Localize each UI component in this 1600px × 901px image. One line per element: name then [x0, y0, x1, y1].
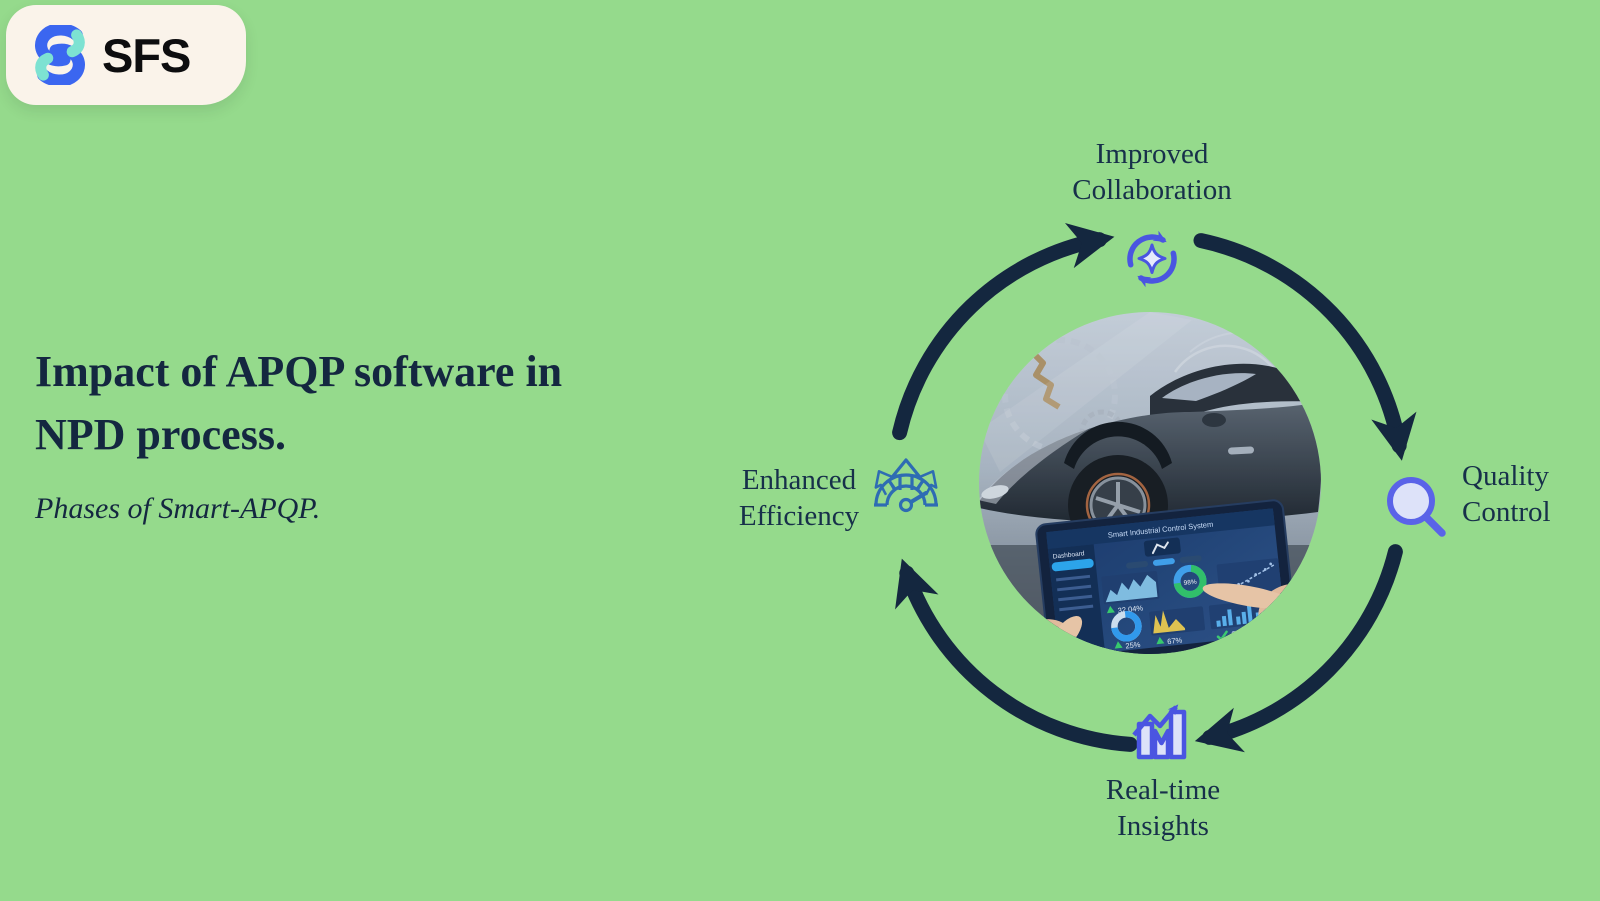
stat-yellow-bars: 67%	[1167, 636, 1183, 647]
center-photo: Smart Industrial Control System Dashboar…	[979, 312, 1321, 654]
stat-blue-donut: 25%	[1125, 640, 1141, 651]
label-line: Quality	[1462, 460, 1549, 492]
label-improved-collaboration: Improved Collaboration	[1002, 136, 1302, 208]
page-title-line1: Impact of APQP software in	[35, 347, 563, 396]
sfs-logo-icon	[35, 25, 85, 85]
label-quality-control: Quality Control	[1462, 458, 1600, 530]
bar-chart-trend-icon	[1132, 704, 1187, 760]
label-line: Improved	[1095, 138, 1209, 170]
page-title-line2: NPD process.	[35, 410, 286, 459]
arc-bottom-to-left	[895, 558, 1138, 752]
label-line: Efficiency	[738, 500, 860, 532]
label-line: Enhanced	[741, 464, 857, 496]
label-real-time-insights: Real-time Insights	[1013, 772, 1313, 844]
cycle-arrows	[892, 223, 1417, 753]
logo-text: SFS	[102, 28, 191, 82]
gauge-growth-icon	[868, 458, 944, 513]
headline-block: Impact of APQP software in NPD process. …	[35, 340, 695, 526]
tablet-sidebar-title: Dashboard	[1052, 550, 1085, 560]
label-line: Control	[1462, 496, 1551, 528]
arc-right-to-bottom	[1194, 544, 1403, 753]
robot-arm-icon	[1151, 541, 1169, 555]
page-subtitle: Phases of Smart-APQP.	[35, 492, 321, 525]
logo-card: SFS	[6, 5, 246, 105]
arc-top-to-right	[1193, 233, 1417, 461]
stat-area-trend: 32.04%	[1117, 603, 1144, 615]
label-line: Insights	[1117, 810, 1209, 842]
label-line: Real-time	[1105, 774, 1221, 806]
label-enhanced-efficiency: Enhanced Efficiency	[649, 462, 949, 534]
magnifying-glass-icon	[1387, 477, 1446, 537]
arc-left-to-top	[892, 223, 1115, 441]
sync-sparkle-icon	[1127, 230, 1177, 288]
stat-quality-donut: 98%	[1183, 579, 1197, 587]
label-line: Collaboration	[1072, 174, 1232, 206]
